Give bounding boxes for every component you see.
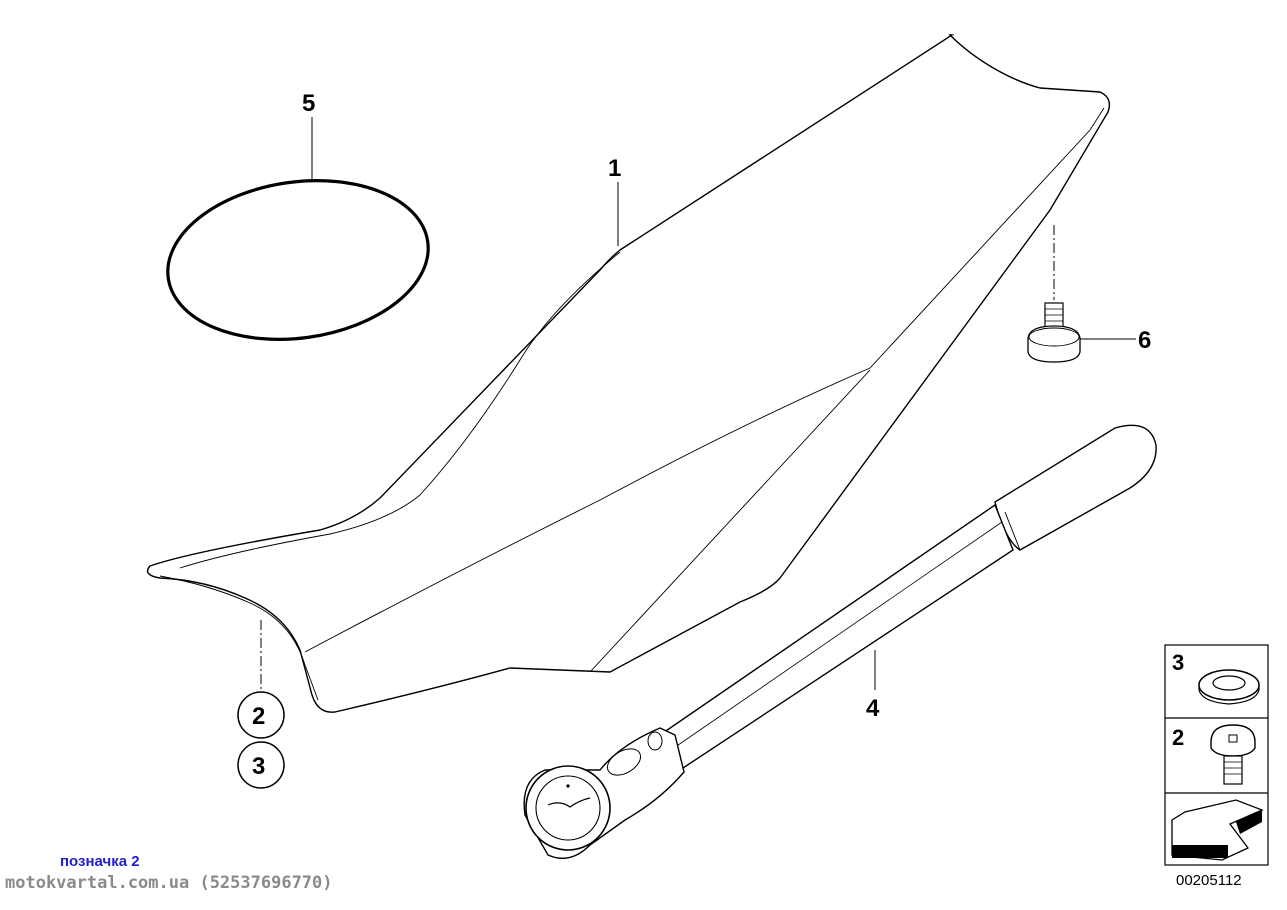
screw-part[interactable]	[1210, 724, 1256, 785]
site-watermark[interactable]: motokvartal.com.ua (52537696770)	[5, 873, 333, 893]
callout-circle-3: 3	[237, 741, 285, 789]
svg-text:3: 3	[252, 753, 265, 780]
callout-1: 1	[608, 155, 621, 182]
arrow-icon	[1171, 799, 1264, 861]
o-ring-part[interactable]	[157, 165, 438, 356]
diagram-id: 00205112	[1176, 872, 1242, 889]
seat-part[interactable]	[146, 34, 1111, 713]
air-pump-part[interactable]	[523, 424, 1157, 859]
callout-circle-2: 2	[237, 691, 285, 739]
svg-text:2: 2	[252, 703, 265, 730]
legend-number-2: 2	[1172, 725, 1184, 750]
callout-6: 6	[1138, 327, 1151, 354]
callout-5: 5	[302, 90, 315, 117]
washer-part[interactable]	[1198, 669, 1260, 705]
tag-label: позначка 2	[60, 853, 140, 870]
bolt-part[interactable]	[1027, 302, 1081, 363]
legend-number-3: 3	[1172, 650, 1184, 675]
callout-4: 4	[866, 695, 880, 722]
